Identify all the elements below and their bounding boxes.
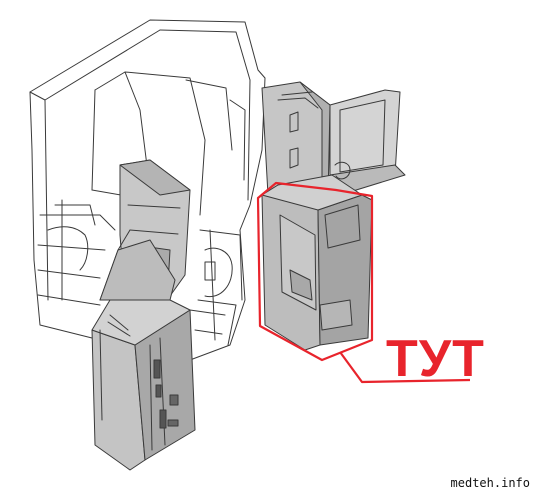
callout-label: ТУТ bbox=[386, 330, 485, 388]
lower-column bbox=[91, 229, 196, 471]
callout-leader-line bbox=[339, 351, 471, 384]
highlighted-cassette bbox=[261, 174, 373, 351]
highlight-frame bbox=[256, 181, 471, 384]
open-cover bbox=[261, 81, 406, 211]
watermark: medteh.info bbox=[450, 476, 530, 490]
